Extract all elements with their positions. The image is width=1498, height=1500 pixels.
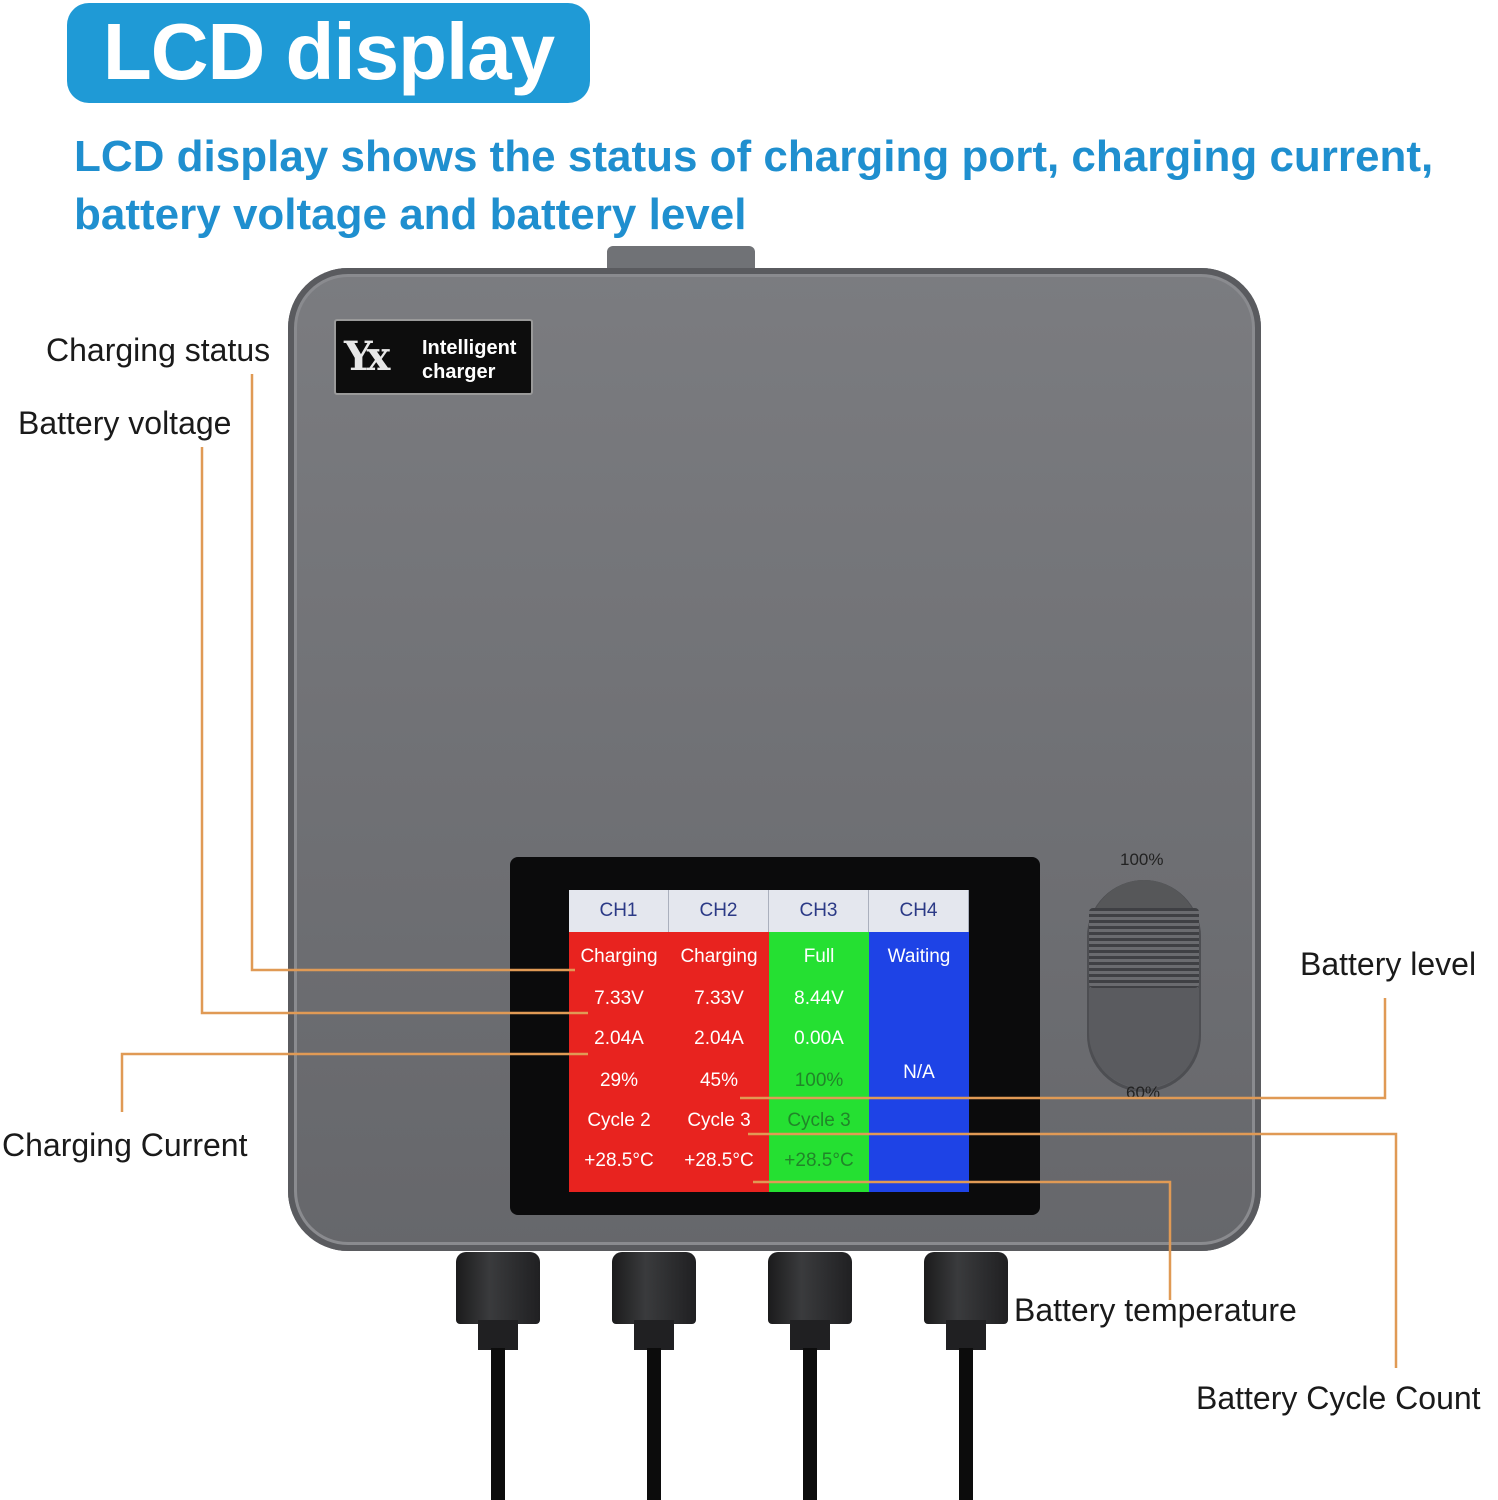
brand-line-1: Intelligent xyxy=(422,337,517,359)
callout-battery-level: Battery level xyxy=(1300,946,1477,982)
battery-level-dial[interactable] xyxy=(1087,880,1201,1092)
channel-level: N/A xyxy=(903,1062,935,1083)
channel-current: 0.00A xyxy=(794,1028,844,1049)
channel-header: CH3 xyxy=(769,890,869,932)
cable-1 xyxy=(491,1348,505,1500)
channel-voltage: 8.44V xyxy=(794,988,844,1009)
leader-battery-temperature xyxy=(753,1180,1172,1300)
channel-current: 2.04A xyxy=(694,1028,744,1049)
channel-status: Charging xyxy=(680,946,758,967)
callout-charging-status: Charging status xyxy=(46,332,271,368)
cable-plug-4 xyxy=(924,1252,1008,1324)
channel-level: 29% xyxy=(599,1070,639,1091)
dial-grip xyxy=(1089,908,1199,988)
channel-temperature: +28.5°C xyxy=(784,1150,854,1171)
brand-logo: Yx Intelligent charger xyxy=(334,319,533,395)
cable-neck-4 xyxy=(946,1320,986,1350)
cable-4 xyxy=(959,1348,973,1500)
channel-header: CH1 xyxy=(569,890,669,932)
channel-voltage: 7.33V xyxy=(694,988,744,1009)
leader-battery-level xyxy=(740,998,1387,1100)
channel-level: 45% xyxy=(699,1070,739,1091)
brand-line-2: charger xyxy=(422,361,496,383)
brand-mark: Yx xyxy=(344,333,390,380)
channel-cycle: Cycle 3 xyxy=(687,1110,751,1131)
leader-charging-current xyxy=(120,1052,588,1112)
callout-battery-temperature: Battery temperature xyxy=(1014,1292,1297,1328)
dial-max-label: 100% xyxy=(1120,850,1164,869)
channel-temperature: +28.5°C xyxy=(684,1150,754,1171)
channel-header: CH2 xyxy=(669,890,769,932)
channel-panel xyxy=(569,932,669,1192)
channel-header: CH4 xyxy=(869,890,969,932)
subtitle-line-1: LCD display shows the status of charging… xyxy=(74,132,1434,181)
channel-status: Waiting xyxy=(887,946,951,967)
cable-plug-2 xyxy=(612,1252,696,1324)
callout-battery-voltage: Battery voltage xyxy=(18,405,232,441)
subtitle: LCD display shows the status of charging… xyxy=(74,128,1464,244)
cable-neck-3 xyxy=(790,1320,830,1350)
title-badge: LCD display xyxy=(67,3,590,103)
channel-cycle: Cycle 3 xyxy=(787,1110,851,1131)
channel-level: 100% xyxy=(794,1070,844,1091)
callout-battery-cycle-count: Battery Cycle Count xyxy=(1196,1380,1481,1416)
leader-charging-status xyxy=(250,374,575,972)
channel-temperature: +28.5°C xyxy=(584,1150,654,1171)
leader-battery-cycle xyxy=(748,1132,1398,1368)
cable-plug-3 xyxy=(768,1252,852,1324)
dial-foot xyxy=(1089,988,1199,1088)
cable-2 xyxy=(647,1348,661,1500)
cable-neck-1 xyxy=(478,1320,518,1350)
cable-3 xyxy=(803,1348,817,1500)
channel-cycle: Cycle 2 xyxy=(587,1110,651,1131)
subtitle-line-2: battery voltage and battery level xyxy=(74,190,747,239)
leader-battery-voltage xyxy=(200,447,588,1015)
callout-charging-current: Charging Current xyxy=(2,1127,248,1163)
channel-current: 2.04A xyxy=(594,1028,644,1049)
channel-voltage: 7.33V xyxy=(594,988,644,1009)
channel-panel xyxy=(869,932,969,1192)
page-title: LCD display xyxy=(102,7,555,96)
channel-status: Full xyxy=(803,946,835,967)
channel-panel xyxy=(669,932,769,1192)
channel-panel xyxy=(769,932,869,1192)
cable-plug-1 xyxy=(456,1252,540,1324)
cable-neck-2 xyxy=(634,1320,674,1350)
channel-status: Charging xyxy=(580,946,658,967)
